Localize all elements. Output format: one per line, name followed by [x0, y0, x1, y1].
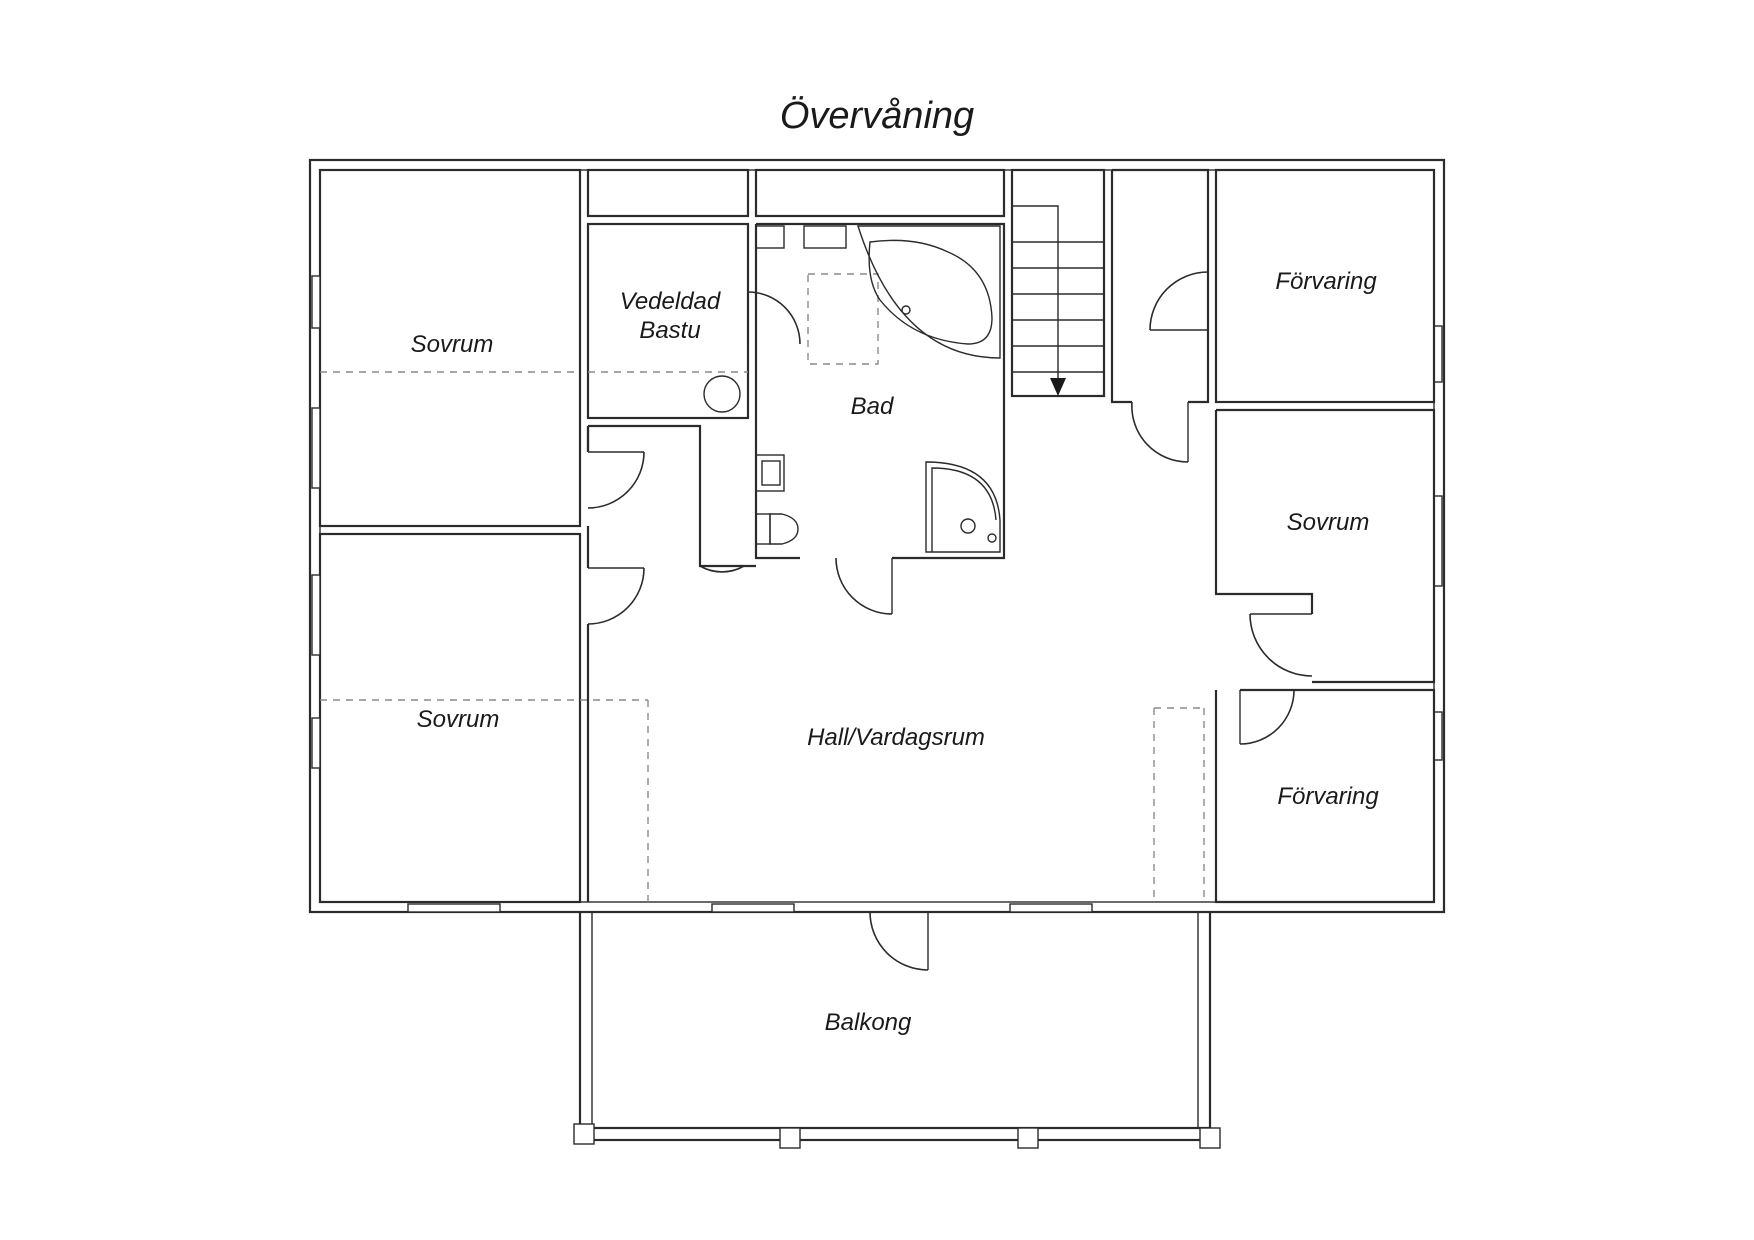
balcony-post [779, 1127, 801, 1149]
windows-bottom [407, 903, 1093, 913]
room-bad [754, 222, 1006, 560]
windows-left [311, 275, 321, 769]
toilet-icon [755, 513, 799, 545]
label-sovrum-right: Sovrum [1287, 509, 1370, 536]
stair-arrow-icon [1050, 378, 1066, 396]
doors [587, 271, 1313, 971]
balcony-post [1017, 1127, 1039, 1149]
label-bastu-line1: Vedeldad [620, 288, 721, 315]
windows-right [1433, 325, 1443, 761]
label-sovrum-bottom-left: Sovrum [417, 706, 500, 733]
label-forvaring-top: Förvaring [1275, 268, 1377, 295]
inner-walls-center [586, 424, 756, 568]
shower-icon [925, 461, 1001, 553]
room-forvaring-top-right [1214, 168, 1436, 404]
staircase [1010, 168, 1106, 398]
balcony-post [573, 1123, 595, 1145]
room-sovrum-top-left [318, 168, 582, 528]
stair-closet [1110, 168, 1210, 404]
sauna-stove-icon [703, 375, 741, 413]
plan-title: Övervåning [780, 95, 974, 137]
sink-icon [755, 454, 785, 492]
label-bad: Bad [851, 393, 894, 420]
label-hall: Hall/Vardagsrum [807, 724, 985, 751]
label-forvaring-bottom: Förvaring [1277, 783, 1379, 810]
balkong [573, 912, 1221, 1149]
top-closets [586, 168, 1006, 218]
room-sovrum-right [1214, 408, 1436, 684]
balcony-post [1199, 1127, 1221, 1149]
label-balkong: Balkong [825, 1009, 912, 1036]
room-forvaring-bottom-right [1153, 688, 1436, 904]
label-bastu-line2: Bastu [639, 317, 700, 344]
bathtub-icon [857, 225, 1001, 359]
label-sovrum-top-left: Sovrum [411, 331, 494, 358]
